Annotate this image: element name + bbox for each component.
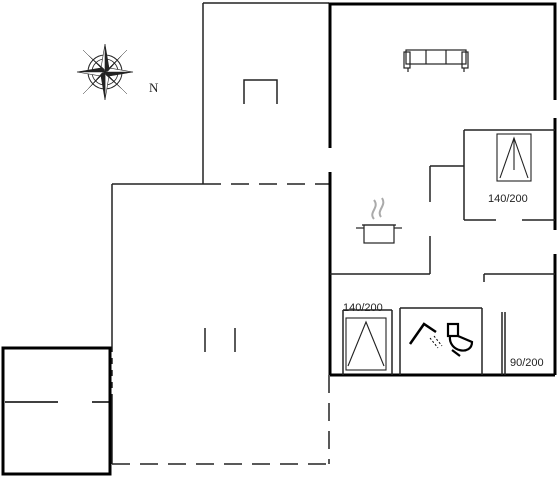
sofa-icon	[403, 49, 469, 72]
cooking-pot-icon	[356, 197, 402, 244]
bed-icon	[496, 133, 532, 182]
compass-rose-icon	[76, 43, 134, 101]
bed-size-label-bedroom-2: 140/200	[343, 302, 383, 314]
shed	[1, 346, 112, 476]
north-label: N	[149, 80, 159, 95]
bed-size-label-bedroom-1: 140/200	[488, 193, 528, 205]
bed-icon	[345, 317, 387, 371]
toilet-icon	[446, 322, 474, 357]
shower-icon	[408, 322, 443, 349]
house-walls	[328, 2, 557, 377]
interior-walls	[330, 129, 555, 375]
annex-outline	[111, 2, 330, 465]
bed-size-label-bedroom-3: 90/200	[510, 357, 544, 369]
